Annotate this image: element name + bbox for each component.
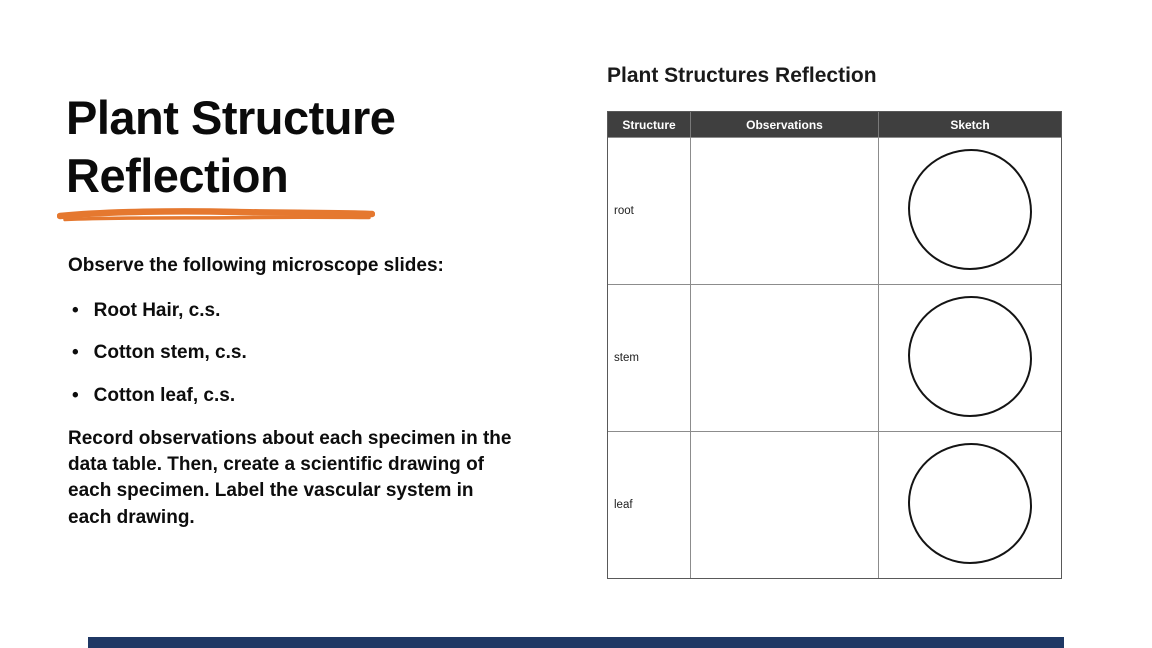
intro-paragraph: Observe the following microscope slides: (68, 255, 444, 276)
bottom-accent-bar (88, 637, 1064, 648)
sketch-circle (908, 442, 1032, 564)
worksheet-heading: Plant Structures Reflection (607, 64, 877, 87)
body-text-block: Observe the following microscope slides:… (68, 253, 520, 531)
column-header-structure: Structure (608, 112, 690, 137)
sketch-circle (908, 148, 1032, 270)
sketch-cell (878, 284, 1061, 431)
title-underline-accent (57, 208, 375, 222)
bullet-text: Cotton stem, c.s. (93, 342, 247, 364)
sketch-circle (908, 295, 1032, 417)
sketch-cell (878, 137, 1061, 284)
table-row-label-stem: stem (608, 284, 690, 431)
instructions-paragraph: Record observations about each specimen … (68, 427, 512, 528)
bullet-icon: • (72, 342, 79, 364)
column-header-sketch: Sketch (878, 112, 1061, 137)
slide-bullet-list: • Root Hair, c.s. • Cotton stem, c.s. • … (68, 298, 520, 409)
observations-cell (690, 284, 878, 431)
bullet-icon: • (72, 300, 79, 322)
observations-cell (690, 137, 878, 284)
observations-cell (690, 431, 878, 578)
bullet-icon: • (72, 384, 79, 406)
list-item: • Cotton stem, c.s. (72, 340, 520, 366)
page-title: Plant Structure Reflection (66, 91, 396, 202)
column-header-observations: Observations (690, 112, 878, 137)
list-item: • Cotton leaf, c.s. (72, 383, 520, 409)
sketch-cell (878, 431, 1061, 578)
bullet-text: Cotton leaf, c.s. (93, 384, 236, 406)
table-row-label-root: root (608, 137, 690, 284)
bullet-text: Root Hair, c.s. (93, 300, 221, 322)
list-item: • Root Hair, c.s. (72, 298, 520, 324)
worksheet-table: Structure Observations Sketch root stem … (607, 111, 1062, 579)
table-row-label-leaf: leaf (608, 431, 690, 578)
